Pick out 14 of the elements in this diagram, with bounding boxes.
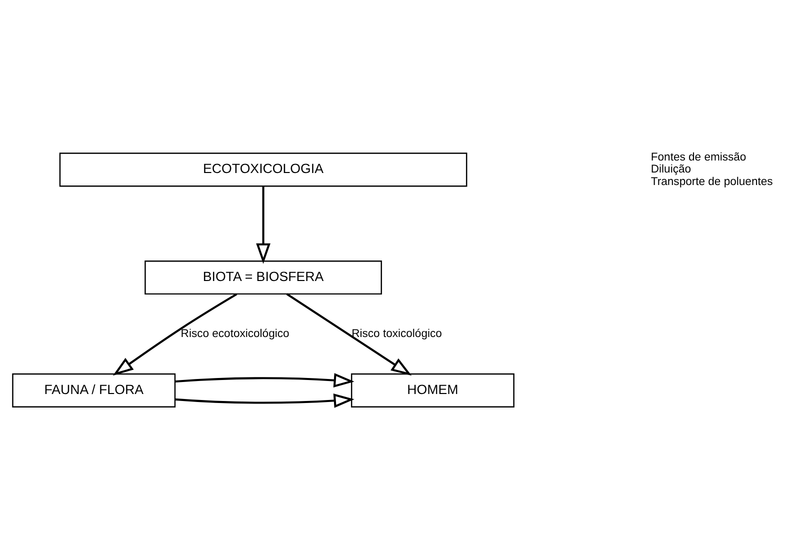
edge-label: Risco ecotoxicológico bbox=[180, 327, 290, 340]
arrow bbox=[286, 292, 412, 376]
edge-label: Risco toxicológico bbox=[352, 327, 442, 340]
node-box: FAUNA / FLORA bbox=[12, 372, 176, 407]
label: Fontes de emissão bbox=[650, 150, 746, 163]
node-box: BIOTA = BIOSFERA bbox=[144, 260, 382, 294]
label: Diluição bbox=[650, 163, 692, 176]
arrow bbox=[112, 292, 238, 376]
arrow bbox=[256, 186, 270, 264]
node-box: ECOTOXICOLOGIA bbox=[59, 152, 468, 186]
arrow bbox=[175, 372, 354, 387]
node-box: HOMEM bbox=[350, 372, 514, 407]
label: Transporte de poluentes bbox=[650, 175, 773, 188]
arrow bbox=[175, 392, 354, 408]
